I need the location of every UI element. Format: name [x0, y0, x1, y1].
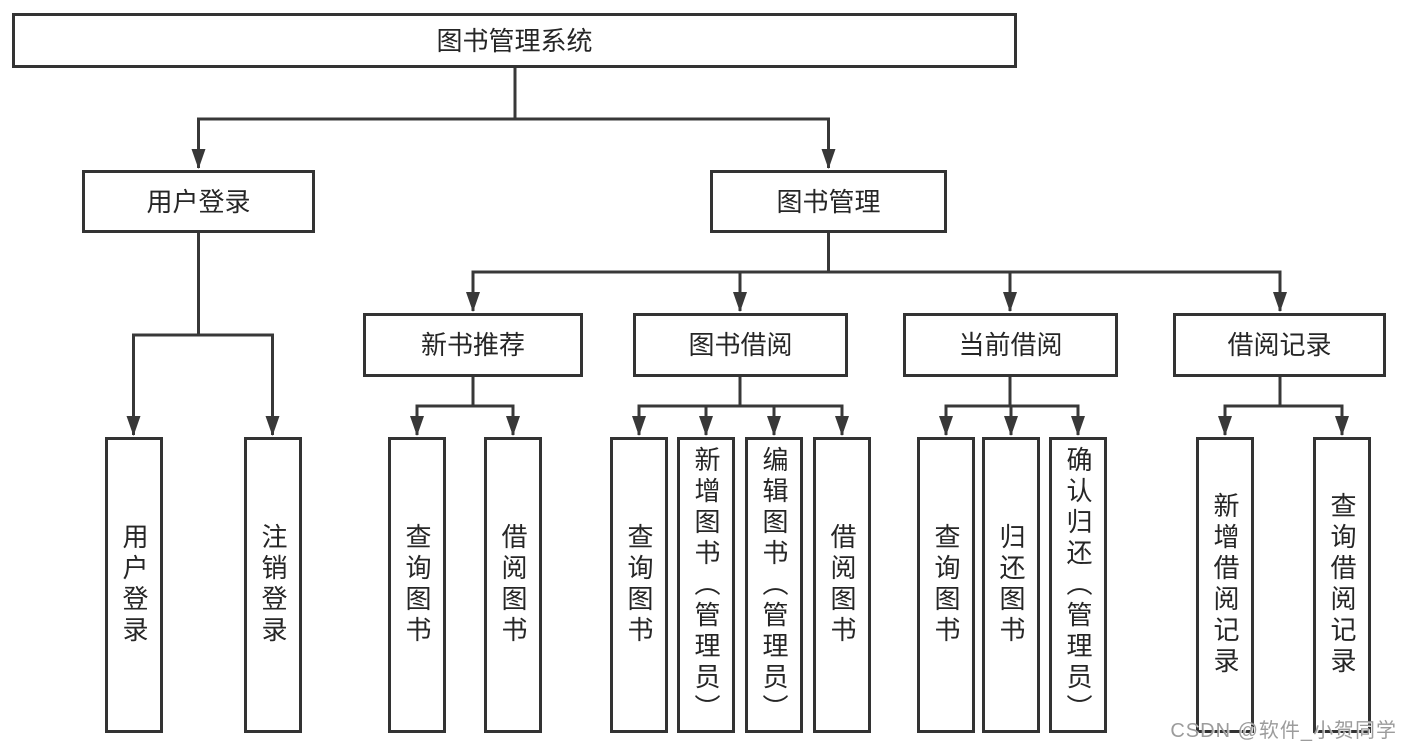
leaf-confirm-return-admin: 确认归还（管理员） — [1049, 437, 1107, 733]
leaf-logout-label: 注销登录 — [258, 523, 288, 647]
connector-new-book-group — [410, 377, 520, 436]
leaf-add-borrow-record-label: 新增借阅记录 — [1210, 492, 1240, 678]
leaf-confirm-return-admin-label: 确认归还（管理员） — [1063, 445, 1093, 725]
leaf-edit-book-admin-label: 编辑图书（管理员） — [759, 445, 789, 725]
node-root: 图书管理系统 — [12, 13, 1017, 68]
leaf-query-books-2: 查询图书 — [610, 437, 668, 733]
leaf-query-books-3: 查询图书 — [917, 437, 975, 733]
connector-borrow-record-group — [1218, 377, 1349, 436]
node-current-borrowing: 当前借阅 — [903, 313, 1118, 377]
node-book-borrowing: 图书借阅 — [633, 313, 848, 377]
leaf-query-books-1: 查询图书 — [388, 437, 446, 733]
node-user-login: 用户登录 — [82, 170, 315, 233]
leaf-logout: 注销登录 — [244, 437, 302, 733]
leaf-user-login-label: 用户登录 — [119, 523, 149, 647]
leaf-borrow-books-1: 借阅图书 — [484, 437, 542, 733]
leaf-add-book-admin-label: 新增图书（管理员） — [691, 445, 721, 725]
connector-root-to-branches — [191, 68, 836, 169]
csdn-watermark: CSDN @软件_小贺同学 — [1170, 720, 1397, 742]
node-user-login-label: 用户登录 — [146, 186, 251, 217]
node-new-book-recommend-label: 新书推荐 — [420, 330, 525, 360]
leaf-user-login: 用户登录 — [105, 437, 163, 733]
leaf-query-books-1-label: 查询图书 — [402, 523, 432, 647]
leaf-query-books-2-label: 查询图书 — [624, 523, 654, 647]
leaf-query-books-3-label: 查询图书 — [931, 523, 961, 647]
leaf-borrow-books-2-label: 借阅图书 — [827, 523, 857, 647]
node-current-borrowing-label: 当前借阅 — [958, 330, 1063, 360]
leaf-query-borrow-record: 查询借阅记录 — [1313, 437, 1371, 733]
node-root-label: 图书管理系统 — [436, 25, 593, 56]
connector-current-borrow-group — [939, 377, 1085, 436]
node-book-borrowing-label: 图书借阅 — [688, 330, 793, 360]
connector-book-mgmt-group — [466, 233, 1287, 312]
leaf-add-book-admin: 新增图书（管理员） — [677, 437, 735, 733]
leaf-return-books-label: 归还图书 — [996, 523, 1026, 647]
connector-book-borrow-group — [632, 377, 849, 436]
leaf-add-borrow-record: 新增借阅记录 — [1196, 437, 1254, 733]
leaf-return-books: 归还图书 — [982, 437, 1040, 733]
node-borrow-records-label: 借阅记录 — [1227, 330, 1332, 360]
node-borrow-records: 借阅记录 — [1173, 313, 1386, 377]
leaf-query-borrow-record-label: 查询借阅记录 — [1327, 492, 1357, 678]
leaf-edit-book-admin: 编辑图书（管理员） — [745, 437, 803, 733]
leaf-borrow-books-1-label: 借阅图书 — [498, 523, 528, 647]
node-new-book-recommend: 新书推荐 — [363, 313, 583, 377]
node-book-management-label: 图书管理 — [776, 186, 881, 217]
leaf-borrow-books-2: 借阅图书 — [813, 437, 871, 733]
connector-user-login-group — [126, 233, 280, 436]
node-book-management: 图书管理 — [710, 170, 947, 233]
